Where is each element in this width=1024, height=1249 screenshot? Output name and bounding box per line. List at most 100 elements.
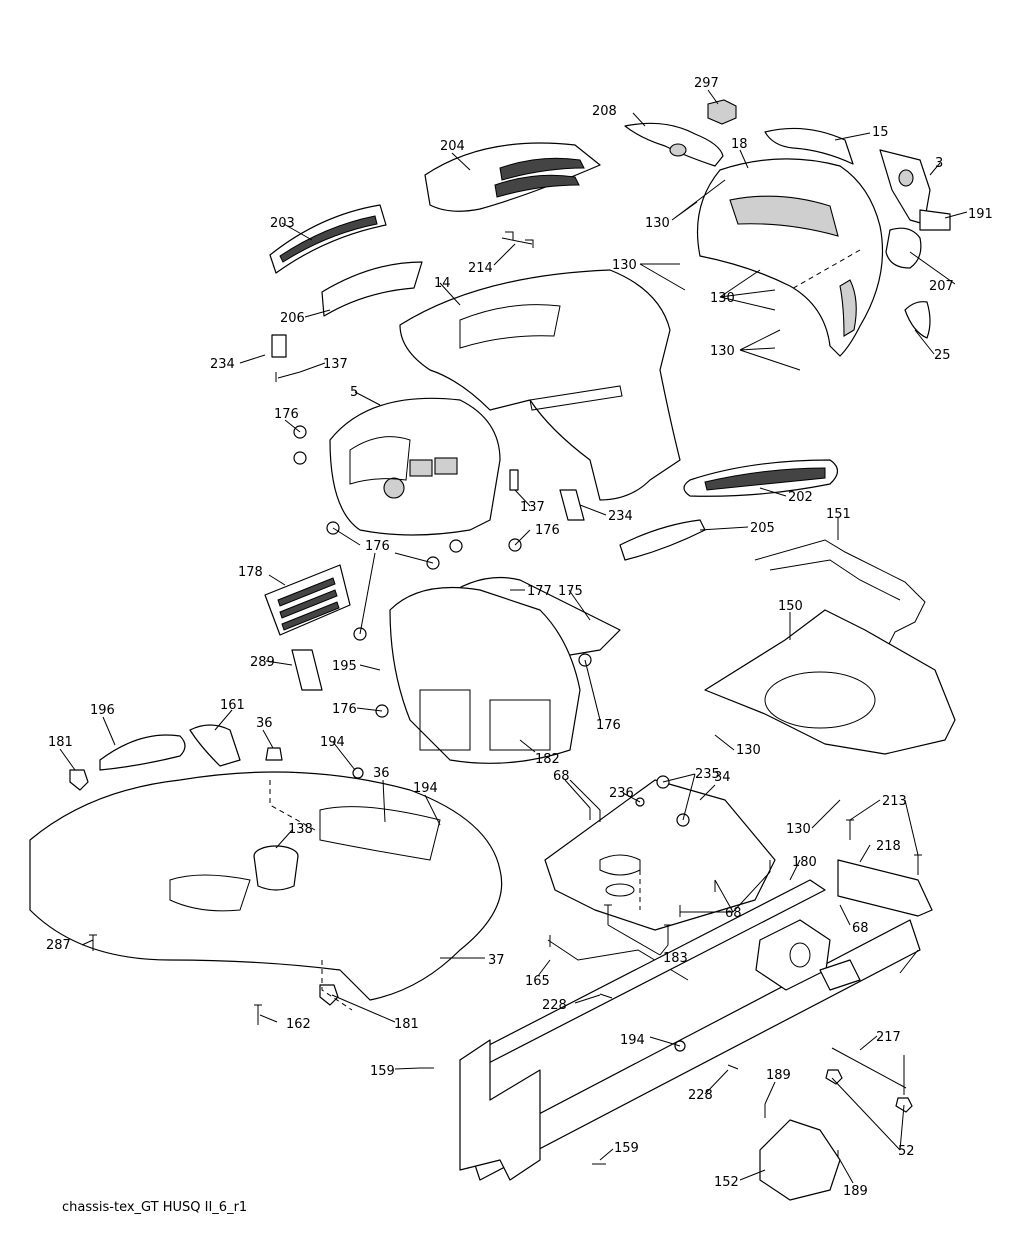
- callout-138: 138: [288, 822, 313, 837]
- callout-137-b: 137: [520, 500, 545, 515]
- part-204-vents: [494, 157, 585, 198]
- callout-189-a: 189: [766, 1068, 791, 1083]
- part-180-frame-front: [459, 1039, 541, 1181]
- part-52-nuts: [825, 1069, 913, 1113]
- part-18-side-mesh: [839, 279, 857, 337]
- callout-176-b: 176: [535, 523, 560, 538]
- part-234-plate: [559, 489, 585, 521]
- callout-234-b: 234: [608, 509, 633, 524]
- callout-15: 15: [872, 125, 889, 140]
- callout-234-a: 234: [210, 357, 235, 372]
- callout-177: 177: [527, 584, 552, 599]
- part-180-frame-b: [469, 919, 921, 1181]
- part-137-pin: [275, 371, 301, 382]
- part-207-light: [885, 227, 922, 269]
- part-138-boot-body: [253, 855, 299, 891]
- callout-36-b: 36: [373, 766, 390, 781]
- callout-52: 52: [898, 1144, 915, 1159]
- part-150-opening: [764, 671, 876, 729]
- diagram-caption: chassis-tex_GT HUSQ II_6_r1: [62, 1200, 248, 1215]
- callout-159-b: 159: [614, 1141, 639, 1156]
- part-37-opening: [319, 806, 441, 861]
- callout-25: 25: [934, 348, 951, 363]
- callout-labels: 297 208 18 15 3 204 130 191 207 203 214 …: [46, 76, 993, 1199]
- callout-36-a: 36: [256, 716, 273, 731]
- part-289-bracket: [291, 649, 323, 691]
- callout-37: 37: [488, 953, 505, 968]
- part-181-nut: [69, 769, 89, 791]
- callout-130-e: 130: [736, 743, 761, 758]
- callout-176-c: 176: [365, 539, 390, 554]
- part-162-bolt: [254, 1004, 262, 1025]
- part-180-hole: [789, 942, 811, 968]
- part-137-clip: [509, 469, 519, 491]
- callout-205: 205: [750, 521, 775, 536]
- callout-204: 204: [440, 139, 465, 154]
- callout-182: 182: [535, 752, 560, 767]
- callout-228-b: 228: [688, 1088, 713, 1103]
- part-180-hitch: [819, 959, 861, 991]
- callout-137-a: 137: [323, 357, 348, 372]
- part-14-hood-window: [459, 304, 561, 349]
- part-191-clip: [919, 209, 951, 231]
- callout-175: 175: [558, 584, 583, 599]
- callout-189-b: 189: [843, 1184, 868, 1199]
- callout-159-a: 159: [370, 1064, 395, 1079]
- callout-228-a: 228: [542, 998, 567, 1013]
- part-287-bolt: [89, 934, 97, 951]
- callout-181-b: 181: [394, 1017, 419, 1032]
- callout-130-c: 130: [710, 291, 735, 306]
- callout-3: 3: [935, 156, 943, 171]
- alignment-lines: [269, 249, 861, 1011]
- part-5-steering-well: [349, 436, 411, 485]
- part-203-grille-mesh: [279, 215, 378, 263]
- callout-68-c: 68: [852, 921, 869, 936]
- callout-194-b: 194: [413, 781, 438, 796]
- part-5-gauge-c: [383, 477, 405, 499]
- callout-14: 14: [434, 276, 451, 291]
- callout-130-a: 130: [645, 216, 670, 231]
- callout-130-d: 130: [710, 344, 735, 359]
- callout-150: 150: [778, 599, 803, 614]
- callout-176-d: 176: [332, 702, 357, 717]
- part-297-knob: [707, 99, 737, 125]
- part-18-grille-mesh: [729, 195, 839, 237]
- part-14-hood: [399, 269, 681, 501]
- callout-287: 287: [46, 938, 71, 953]
- part-5-gauge-a: [409, 459, 433, 477]
- callout-218: 218: [876, 839, 901, 854]
- part-25-trim: [904, 301, 931, 339]
- callout-162: 162: [286, 1017, 311, 1032]
- part-217-rod: [831, 1047, 907, 1095]
- callout-34: 34: [714, 770, 731, 785]
- leader-lines: [59, 89, 968, 1184]
- part-228-bolt: [599, 993, 739, 1070]
- part-182-panel-b: [489, 699, 551, 751]
- callout-289: 289: [250, 655, 275, 670]
- part-68-bolts: [589, 808, 771, 917]
- callout-18: 18: [731, 137, 748, 152]
- callout-203: 203: [270, 216, 295, 231]
- callout-208: 208: [592, 104, 617, 119]
- callout-5: 5: [350, 385, 358, 400]
- callout-181-a: 181: [48, 735, 73, 750]
- callout-176-a: 176: [274, 407, 299, 422]
- callout-191: 191: [968, 207, 993, 222]
- callout-130-f: 130: [786, 822, 811, 837]
- callout-68-b: 68: [725, 906, 742, 921]
- part-152-guard: [759, 1119, 841, 1201]
- part-14-hood-slot: [529, 385, 623, 411]
- callout-194-a: 194: [320, 735, 345, 750]
- part-202-grille-mesh: [704, 467, 826, 491]
- part-214-bracket: [501, 231, 534, 248]
- callout-236: 236: [609, 786, 634, 801]
- part-208-panel-hole: [669, 143, 687, 157]
- callout-206: 206: [280, 311, 305, 326]
- callout-152: 152: [714, 1175, 739, 1190]
- callout-235: 235: [695, 767, 720, 782]
- callout-176-e: 176: [596, 718, 621, 733]
- part-3-hole: [898, 169, 914, 187]
- callout-214: 214: [468, 261, 493, 276]
- callout-161: 161: [220, 698, 245, 713]
